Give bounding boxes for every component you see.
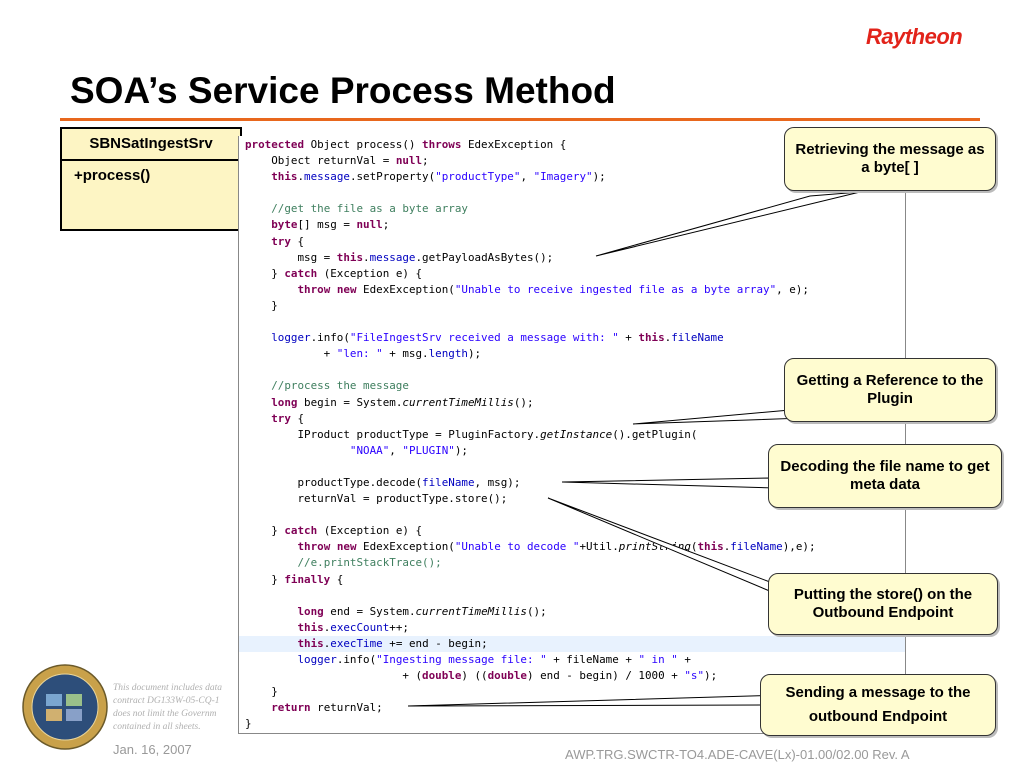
callout-send-outbound: Sending a message to the outbound Endpoi… [760, 674, 996, 736]
callout-decoding-filename: Decoding the file name to get meta data [768, 444, 1002, 508]
disclaimer-text: This document includes data contract DG1… [113, 682, 241, 734]
uml-method: +process() [74, 167, 151, 184]
callout-store-outbound: Putting the store() on the Outbound Endp… [768, 573, 998, 635]
partnership-seal-icon [22, 664, 108, 750]
slide-title: SOA’s Service Process Method [70, 70, 616, 111]
disclaimer-line: contract DG133W-05-CQ-1 [113, 696, 220, 706]
disclaimer-line: does not limit the Governm [113, 709, 217, 719]
code-text: protected Object process() throws EdexEx… [239, 137, 905, 732]
uml-class-box: SBNSatIngestSrv +process() [60, 127, 242, 231]
footer-document-id: AWP.TRG.SWCTR-TO4.ADE-CAVE(Lx)-01.00/02.… [565, 747, 910, 762]
callout-retrieving-message: Retrieving the message as a byte[ ] [784, 127, 996, 191]
footer-date: Jan. 16, 2007 [113, 742, 192, 757]
raytheon-logo: Raytheon [866, 24, 963, 49]
disclaimer-line: contained in all sheets. [113, 722, 201, 732]
code-listing: protected Object process() throws EdexEx… [238, 136, 906, 734]
callout-plugin-reference: Getting a Reference to the Plugin [784, 358, 996, 422]
uml-class-name: SBNSatIngestSrv [62, 129, 240, 161]
title-divider [60, 118, 980, 121]
disclaimer-line: This document includes data [113, 683, 222, 693]
